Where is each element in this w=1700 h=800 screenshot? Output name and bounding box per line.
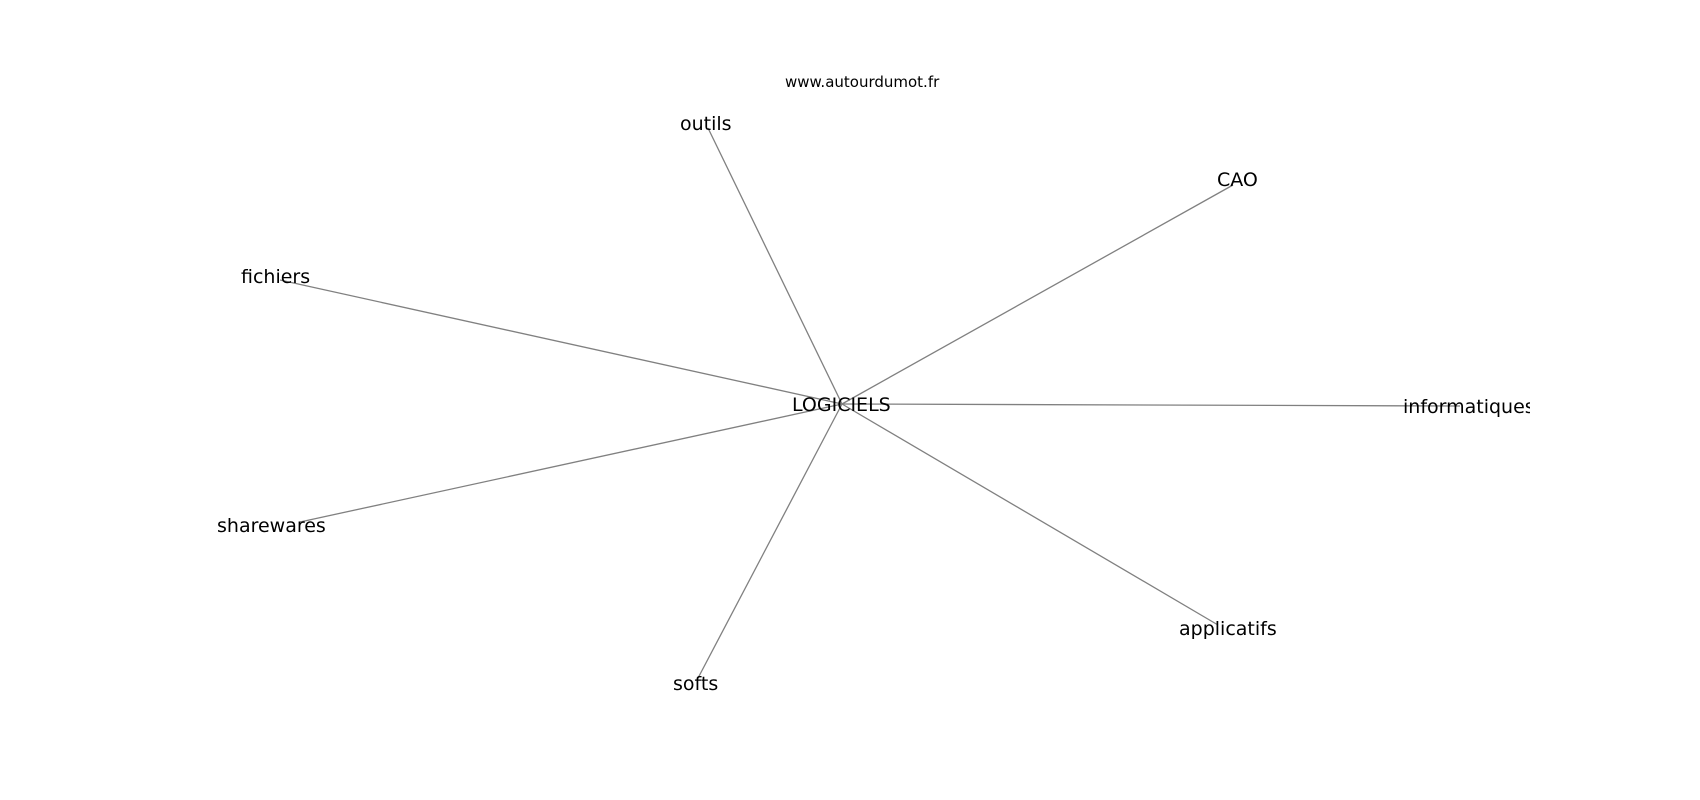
edge-logiciels-outils [707, 127, 843, 405]
edge-logiciels-softs [696, 403, 843, 681]
edge-logiciels-CAO [841, 184, 1234, 405]
source-watermark: www.autourdumot.fr [785, 73, 940, 91]
edge-logiciels-fichiers [279, 279, 843, 405]
node-label-softs[interactable]: softs [673, 673, 718, 695]
edge-logiciels-sharewares [299, 403, 843, 523]
node-label-applicatifs[interactable]: applicatifs [1179, 618, 1277, 640]
edge-logiciels-applicatifs [841, 403, 1219, 626]
node-label-outils[interactable]: outils [680, 113, 732, 135]
node-label-informatiques[interactable]: informatiques [1403, 396, 1535, 418]
edge-logiciels-informatiques [841, 403, 1461, 407]
node-label-CAO[interactable]: CAO [1217, 169, 1258, 191]
node-label-sharewares[interactable]: sharewares [217, 515, 326, 537]
node-label-fichiers[interactable]: fichiers [241, 266, 310, 288]
center-node-label[interactable]: LOGICIELS [792, 394, 891, 416]
